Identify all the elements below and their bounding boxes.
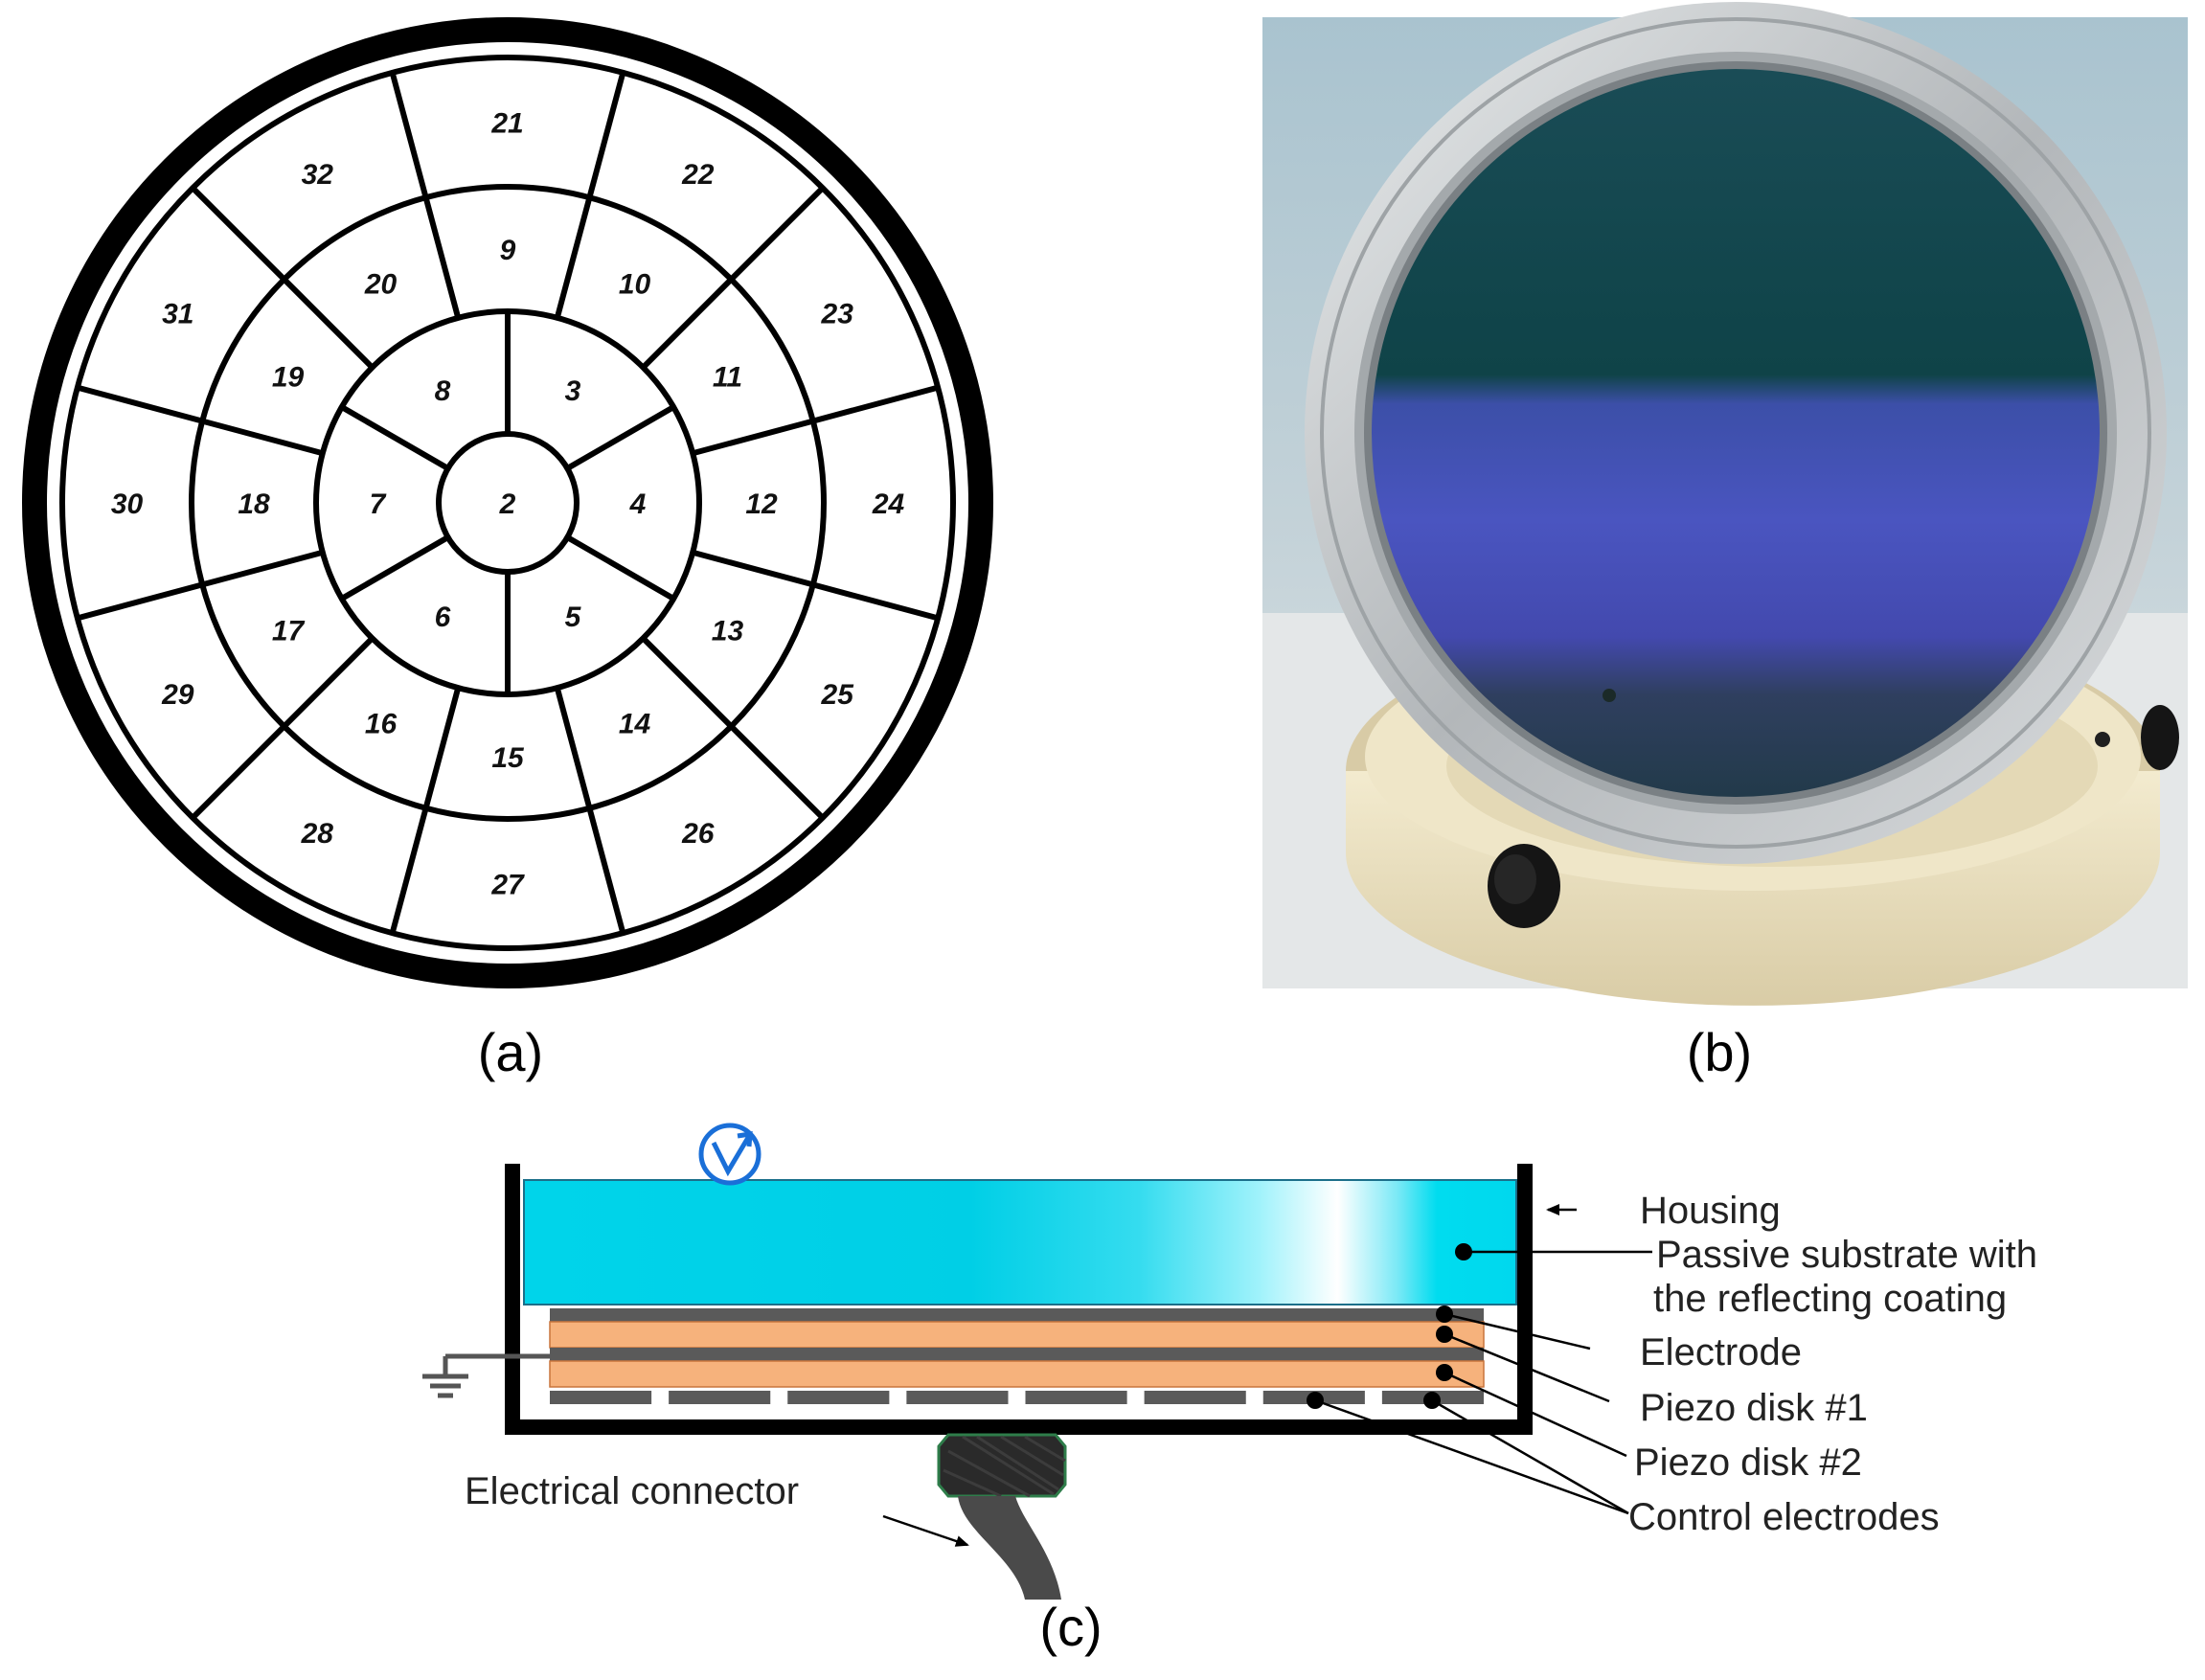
segment-divider	[554, 196, 593, 319]
segment-label: 13	[712, 616, 744, 647]
panel-c-cross-section: Housing Passive substrate with the refle…	[422, 1123, 2037, 1600]
segment-divider	[422, 196, 462, 319]
segment-divider	[191, 186, 286, 282]
control-electrode	[550, 1391, 652, 1404]
panel-b-caption: (b)	[1687, 1022, 1752, 1082]
segment-label: 8	[435, 375, 451, 407]
segment-label: 18	[238, 488, 270, 520]
mirror-surface	[1372, 69, 2100, 797]
segment-divider	[340, 534, 450, 602]
segment-label: 25	[821, 679, 855, 711]
segment-label: 32	[302, 159, 334, 191]
panel-b-photo	[1262, 2, 2188, 1006]
segment-divider	[340, 404, 450, 471]
housing-outline	[505, 1164, 1533, 1435]
segment-divider	[201, 549, 324, 588]
segment-label: 11	[713, 362, 742, 394]
panel-a-electrode-map: 2345678910111213141516171819202122232425…	[22, 17, 993, 988]
segment-divider	[191, 724, 286, 820]
label-substrate-line2: the reflecting coating	[1653, 1278, 2007, 1320]
segment-divider	[565, 534, 675, 602]
label-piezo-disk-2: Piezo disk #2	[1634, 1442, 1862, 1484]
leader-lines	[882, 1204, 1652, 1547]
label-substrate-line1: Passive substrate with	[1656, 1234, 2037, 1276]
segment-divider	[586, 72, 626, 199]
label-piezo-disk-1: Piezo disk #1	[1640, 1387, 1868, 1429]
segment-label: 21	[490, 108, 523, 140]
panel-a-caption: (a)	[478, 1022, 543, 1082]
segment-label: 24	[872, 488, 905, 520]
control-electrode	[906, 1391, 1009, 1404]
segment-label: 19	[272, 362, 305, 394]
knob-right	[2141, 705, 2179, 770]
label-housing: Housing	[1640, 1190, 1781, 1232]
label-electrical-connector: Electrical connector	[465, 1470, 799, 1512]
top-electrode	[550, 1308, 1484, 1322]
segment-divider	[641, 277, 734, 370]
segment-divider	[77, 384, 204, 424]
segment-divider	[565, 404, 675, 471]
segment-divider	[282, 636, 375, 729]
segment-divider	[422, 687, 462, 809]
segment-label: 31	[162, 298, 193, 329]
segment-label: 22	[681, 159, 715, 191]
segment-label: 2	[499, 488, 516, 520]
passive-substrate	[523, 1179, 1517, 1305]
control-electrode	[1144, 1391, 1246, 1404]
ring-boundary	[59, 55, 956, 951]
segment-label: 14	[619, 708, 651, 739]
segment-divider	[729, 724, 825, 820]
segment-label: 15	[491, 742, 525, 774]
segment-divider	[586, 806, 626, 934]
connector-cable	[958, 1496, 1061, 1600]
segment-divider	[729, 186, 825, 282]
segment-label: 23	[821, 298, 854, 329]
segment-label: 17	[272, 616, 306, 647]
segment-label: 29	[161, 679, 194, 711]
segment-label: 30	[111, 488, 144, 520]
piezo-disk-1	[549, 1321, 1485, 1349]
segment-divider	[641, 636, 734, 729]
segment-label: 28	[301, 818, 334, 850]
segment-divider	[201, 418, 324, 457]
segment-label: 7	[370, 488, 387, 520]
label-electrode: Electrode	[1640, 1331, 1802, 1374]
segment-divider	[692, 549, 814, 588]
segment-divider	[554, 687, 593, 809]
control-electrode	[787, 1391, 890, 1404]
control-electrode	[1025, 1391, 1127, 1404]
segment-label: 9	[500, 235, 516, 266]
segment-label: 27	[490, 870, 525, 901]
outer-rim	[22, 17, 993, 988]
leader-dots	[1307, 1243, 1472, 1409]
panel-c-caption: (c)	[1039, 1597, 1102, 1657]
segment-label: 12	[745, 488, 778, 520]
segment-divider	[282, 277, 375, 370]
segment-label: 20	[364, 269, 398, 301]
segment-label: 16	[365, 708, 398, 739]
middle-electrode	[550, 1348, 1484, 1361]
label-control-electrodes: Control electrodes	[1628, 1496, 1940, 1538]
segment-label: 26	[681, 818, 715, 850]
segment-label: 3	[565, 375, 581, 407]
segment-label: 4	[629, 488, 647, 520]
piezo-disk-2	[549, 1360, 1485, 1388]
ring-boundary	[189, 184, 827, 822]
segment-divider	[389, 806, 429, 934]
segment-divider	[692, 418, 814, 457]
segment-label: 6	[435, 602, 451, 633]
segment-divider	[811, 384, 939, 424]
control-electrode	[669, 1391, 771, 1404]
control-electrode-array	[550, 1391, 1484, 1404]
tilt-icon	[698, 1123, 762, 1186]
segment-label: 5	[565, 602, 582, 633]
segment-divider	[811, 581, 939, 622]
ground-symbol	[422, 1353, 550, 1398]
segment-divider	[77, 581, 204, 622]
segment-label: 10	[619, 269, 651, 301]
segment-divider	[389, 72, 429, 199]
